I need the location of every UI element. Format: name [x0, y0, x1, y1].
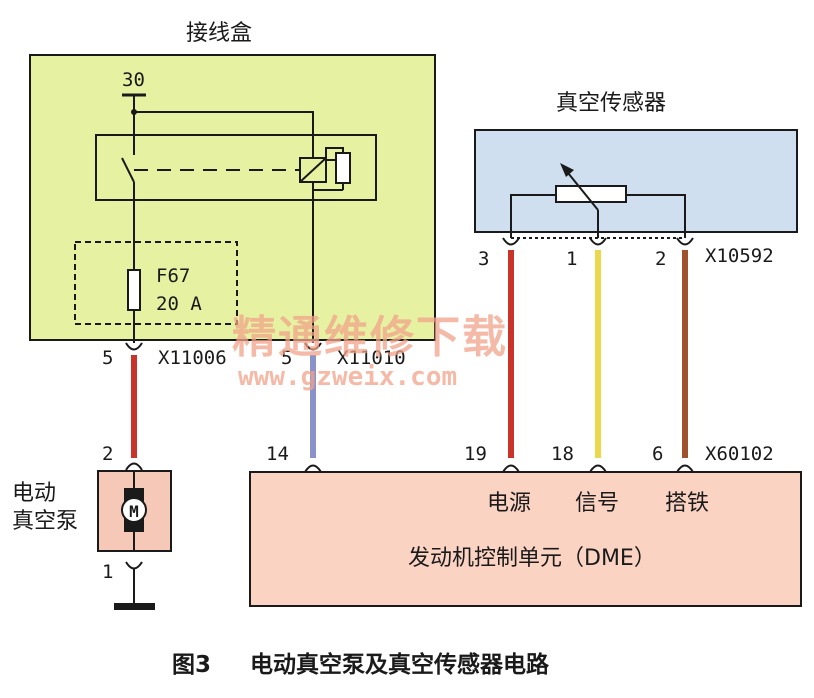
vacuum-sensor: 真空传感器 X10592 3 1 2	[474, 91, 798, 270]
x11006-label: X11006	[158, 347, 227, 369]
dme-power-label: 电源	[487, 491, 531, 516]
x60102-pin6-icon	[676, 464, 694, 473]
pump-label-line1: 电动	[12, 481, 56, 506]
vacuum-sensor-title: 真空传感器	[556, 91, 666, 116]
sensor-pin-1: 1	[566, 248, 577, 270]
junction-box-title: 接线盒	[186, 21, 252, 46]
dme-signal-label: 信号	[575, 491, 619, 516]
x60102-pin-19: 19	[464, 443, 487, 465]
x10592-label: X10592	[705, 245, 774, 267]
watermark-line1: 精通维修下载	[232, 312, 508, 363]
x10592-pin1-icon	[589, 237, 607, 246]
pump-pin-2: 2	[102, 443, 113, 465]
potentiometer-wiper-arrow	[563, 167, 599, 211]
terminal-30-label: 30	[122, 69, 145, 91]
fuse-rating: 20 A	[156, 293, 202, 315]
x60102-pin-14: 14	[266, 443, 289, 465]
x10592-pin3-icon	[502, 237, 520, 246]
x11010-connector-icon	[304, 342, 322, 351]
x60102-pin-6: 6	[652, 443, 663, 465]
relay-switch-contact	[121, 157, 135, 183]
fuse-enclosure	[74, 241, 238, 325]
relay-resistor	[335, 152, 351, 184]
motor-icon	[121, 497, 147, 523]
pump-pin2-icon	[125, 462, 143, 471]
junction-box: 接线盒 30 F67 20 A	[29, 21, 436, 343]
sensor-internal-wire	[510, 194, 556, 238]
motor-symbol: M	[129, 502, 139, 521]
relay-coil-diagonal	[299, 157, 327, 183]
caption-text: 电动真空泵及真空传感器电路	[250, 651, 550, 678]
dme-body	[249, 471, 802, 607]
vacuum-sensor-body	[474, 129, 798, 233]
pump-label-line2: 真空泵	[12, 509, 78, 534]
wires	[131, 250, 688, 458]
vacuum-pump: 2 M 电动 真空泵 1	[12, 443, 172, 610]
ground-icon	[114, 603, 155, 610]
x60102-pin19-icon	[502, 464, 520, 473]
pump-pin1-icon	[125, 561, 143, 570]
x11010-label: X11010	[337, 347, 406, 369]
pump-pin-1: 1	[102, 561, 113, 583]
dme-title: 发动机控制单元（DME）	[408, 546, 656, 571]
connector-symbols	[125, 237, 694, 570]
dme-ground-label: 搭铁	[665, 491, 709, 516]
x11010-pin: 5	[281, 347, 292, 369]
sensor-internal-wire-2	[626, 194, 686, 238]
x11006-connector-icon	[125, 342, 143, 351]
x60102-pin18-icon	[589, 464, 607, 473]
x60102-label: X60102	[705, 443, 774, 465]
x11006-pin: 5	[102, 347, 113, 369]
fuse-name: F67	[156, 265, 190, 287]
x10592-pin2-icon	[676, 237, 694, 246]
x60102-pin-18: 18	[551, 443, 574, 465]
relay-box	[95, 134, 377, 201]
dme-unit: 14 19 18 6 X60102 电源 信号 搭铁 发动机控制单元（DME）	[249, 443, 802, 607]
sensor-pin-2: 2	[655, 248, 666, 270]
watermark-line2: www.gzweix.com	[238, 362, 457, 392]
x60102-pin14-icon	[304, 464, 322, 473]
sensor-pin-3: 3	[478, 248, 489, 270]
fuse-element	[127, 269, 141, 311]
wiper-arrowhead-icon	[560, 163, 574, 177]
caption-fig-number: 图3	[172, 652, 211, 678]
junction-box-body	[29, 54, 436, 341]
potentiometer-icon	[555, 185, 627, 203]
